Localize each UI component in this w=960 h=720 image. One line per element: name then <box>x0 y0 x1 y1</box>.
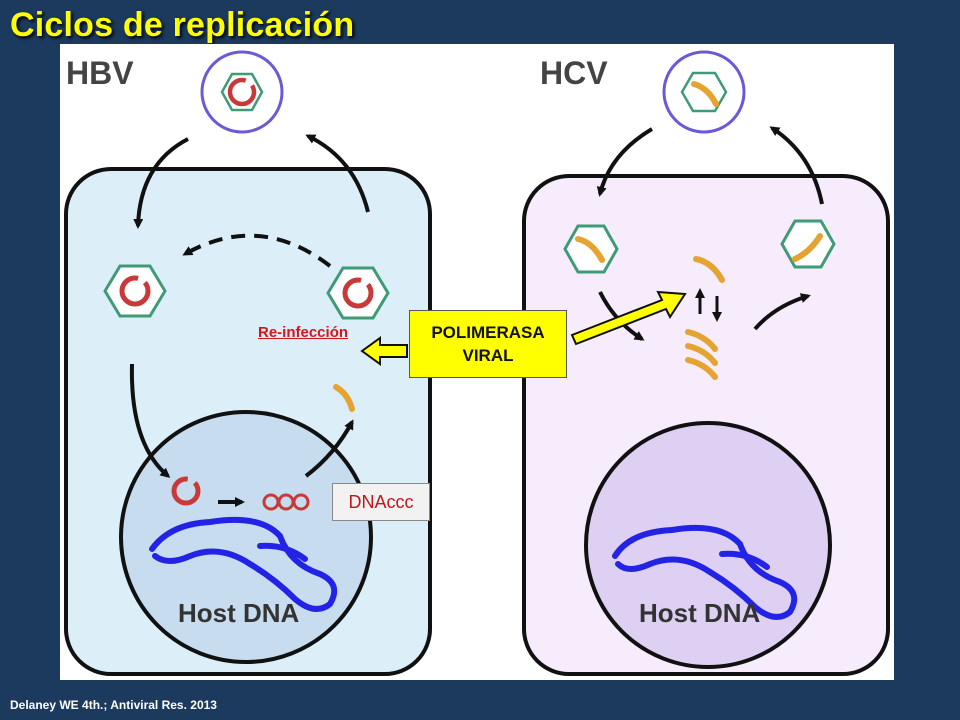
exit-arrow-hbv <box>305 134 370 213</box>
polymerase-arrow-left <box>360 336 408 366</box>
hcv-rna-copies-icon <box>685 329 718 380</box>
exit-arrow-hcv <box>769 126 824 205</box>
slide-title: Ciclos de replicación <box>10 6 355 44</box>
hbv-capsid-left <box>103 264 167 318</box>
polymerase-label-line1: POLIMERASA <box>431 323 545 342</box>
citation-footer: Delaney WE 4th.; Antiviral Res. 2013 <box>10 698 217 712</box>
transcription-arrow <box>304 419 354 478</box>
entry-arrow-hcv <box>596 127 654 197</box>
hcv-rna-icon <box>693 256 725 283</box>
polymerase-arrow-right <box>570 290 687 346</box>
cccdna-label: DNAccc <box>348 491 414 512</box>
pgrna-icon <box>333 384 355 412</box>
rc-dna-icon <box>171 476 201 506</box>
host-dna-label-hbv: Host DNA <box>178 598 300 628</box>
host-dna-hbv <box>149 516 338 612</box>
hcv-capsid-left <box>563 224 619 274</box>
entry-arrow-hbv <box>133 137 189 229</box>
hcv-label: HCV <box>540 55 608 91</box>
hcv-nucleus <box>584 421 832 669</box>
replication-diagram: HBV <box>64 50 890 676</box>
nuclear-entry-arrow <box>129 363 171 478</box>
host-dna-label-hcv: Host DNA <box>639 598 761 628</box>
reinfection-label: Re-infección <box>258 324 349 341</box>
hbv-label: HBV <box>66 55 134 91</box>
hbv-capsid-right <box>326 266 390 320</box>
hcv-capsid-right <box>780 219 836 269</box>
reinfection-arrow <box>182 233 332 268</box>
assembly-arrow-hcv <box>753 293 811 331</box>
cccdna-callout: DNAccc <box>332 483 430 521</box>
host-dna-hcv <box>612 524 798 620</box>
hbv-virion <box>200 50 284 134</box>
polymerase-callout: POLIMERASA VIRAL <box>409 310 567 378</box>
cccdna-icon <box>262 493 310 511</box>
replication-cycle-figure: HBV <box>60 44 894 680</box>
polymerase-label-line2: VIRAL <box>462 346 514 365</box>
hcv-virion <box>662 50 746 134</box>
